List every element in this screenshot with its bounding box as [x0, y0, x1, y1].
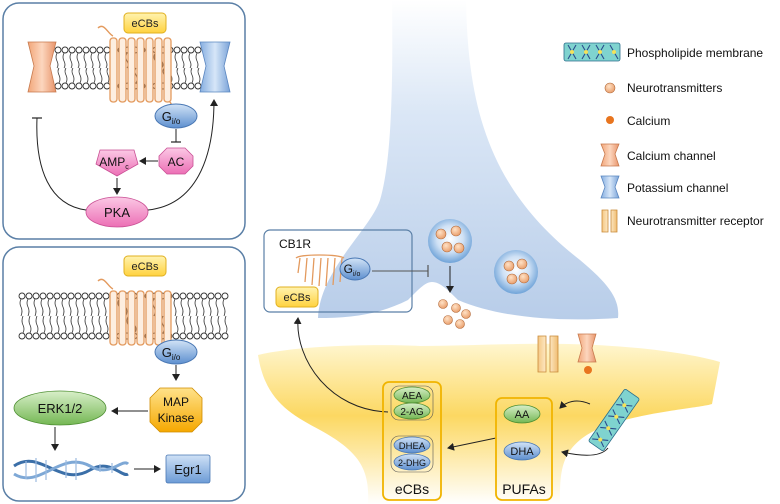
cb1-receptor	[97, 25, 179, 117]
cb1-receptor-bottom	[97, 278, 177, 353]
calcium-ion	[584, 366, 592, 374]
legend-label-4: Potassium channel	[627, 181, 728, 195]
map-label-line1: MAP	[163, 395, 189, 409]
gio-sub-synapse: i/o	[353, 271, 361, 278]
ecb-item-2dhg: 2-DHG	[398, 458, 426, 468]
legend: Phospholipide membrane Neurotransmitters…	[563, 42, 764, 233]
map-label-line2: Kinase	[158, 411, 195, 425]
ecbs-box-label: eCBs	[284, 292, 311, 304]
potassium-channel-legend-icon	[600, 175, 620, 199]
panel-camp-pathway: eCBs Gi/o AC AMPc PKA	[2, 2, 246, 240]
gio-label-top: G	[162, 109, 172, 124]
pufa-item-dha: DHA	[510, 446, 534, 458]
cb1r-label: CB1R	[279, 237, 311, 251]
pka-label: PKA	[104, 205, 130, 220]
gio-sub-top: i/o	[172, 117, 181, 126]
ecbs-group-title: eCBs	[395, 481, 429, 497]
erk-label: ERK1/2	[38, 401, 83, 416]
receptor-icon	[601, 209, 618, 233]
calcium-icon	[606, 116, 614, 124]
potassium-channel-icon	[199, 41, 231, 93]
postsynaptic-calcium-channel	[577, 333, 597, 363]
gio-label-bottom: G	[162, 345, 172, 360]
svg-text:Gi/o: Gi/o	[162, 109, 181, 126]
released-neurotransmitters	[413, 289, 471, 329]
pufas-group-title: PUFAs	[502, 481, 546, 497]
ac-node	[158, 147, 194, 175]
ecbs-label-bottom: eCBs	[132, 261, 159, 273]
vesicle-2	[494, 250, 538, 294]
ecb-item-dhea: DHEA	[399, 441, 426, 452]
egr1-label: Egr1	[174, 462, 201, 477]
vesicle-1	[428, 219, 472, 263]
legend-label-5: Neurotransmitter receptor	[627, 214, 764, 228]
postsynaptic-terminal	[258, 343, 720, 504]
gio-sub-bottom: i/o	[172, 353, 181, 362]
membrane-fragment	[588, 389, 640, 451]
ecbs-group	[382, 381, 442, 501]
legend-label-3: Calcium channel	[627, 149, 716, 163]
neurotransmitter-icon	[604, 82, 616, 94]
panel-mapk-pathway: eCBs Gi/o MAP Kinase ERK1/2	[2, 246, 246, 502]
legend-label-0: Phospholipide membrane	[627, 46, 763, 60]
ecbs-label-top: eCBs	[132, 18, 159, 30]
ecb-item-aea: AEA	[402, 391, 422, 402]
egr1-node	[165, 454, 211, 484]
ampc-label: AMP	[99, 155, 125, 169]
presynaptic-terminal	[318, 0, 619, 320]
calcium-channel-icon	[27, 41, 57, 93]
dna-icon	[13, 458, 130, 482]
svg-text:Gi/o: Gi/o	[162, 345, 181, 362]
svg-text:Gi/o: Gi/o	[344, 262, 361, 278]
erk-node	[13, 390, 107, 426]
map-kinase-node	[149, 387, 203, 433]
pufa-item-aa: AA	[515, 409, 530, 421]
ampc-node	[95, 149, 139, 177]
legend-label-1: Neurotransmitters	[627, 81, 722, 95]
ecb-item-2ag: 2-AG	[400, 407, 424, 418]
ampc-sub: c	[125, 164, 129, 171]
pka-node	[85, 196, 149, 228]
synapse-diagram: CB1R Gi/o eCBs	[258, 0, 720, 504]
calcium-channel-legend-icon	[600, 143, 620, 167]
pufas-group	[495, 397, 553, 501]
gio-label-synapse: G	[344, 262, 353, 276]
neurotransmitter-receptor	[537, 335, 559, 373]
membrane-icon	[563, 42, 621, 62]
svg-text:AMPc: AMPc	[99, 155, 129, 171]
legend-label-2: Calcium	[627, 114, 670, 128]
ac-label: AC	[168, 155, 185, 169]
